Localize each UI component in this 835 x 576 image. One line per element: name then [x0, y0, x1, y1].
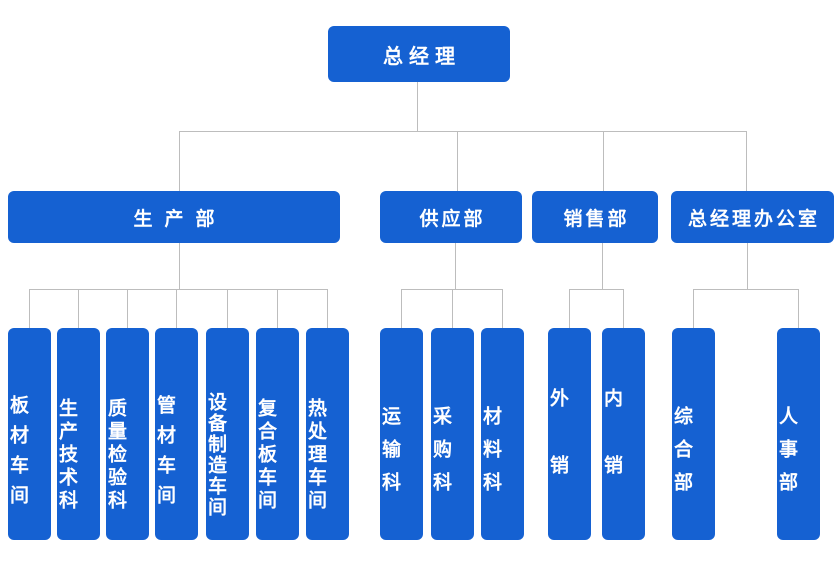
node-label: 材料科 — [480, 405, 501, 505]
connector-line — [603, 131, 604, 193]
node-label: 采购科 — [430, 405, 451, 505]
connector-line — [747, 243, 748, 290]
connector-line — [693, 289, 694, 330]
node-purchasing-section: 采购科 — [430, 328, 474, 540]
connector-line — [327, 289, 328, 330]
connector-line — [127, 289, 128, 330]
connector-line — [569, 289, 570, 330]
connector-line — [569, 289, 624, 290]
node-sales-dept: 销售部 — [532, 191, 658, 243]
connector-line — [455, 243, 456, 290]
node-label: 供应部 — [419, 208, 486, 230]
connector-line — [176, 289, 177, 330]
connector-line — [502, 289, 503, 330]
node-general-manager: 总经理 — [328, 26, 510, 82]
connector-line — [401, 289, 402, 330]
connector-line — [227, 289, 228, 330]
node-label: 外销 — [547, 388, 568, 522]
connector-line — [693, 289, 799, 290]
node-transportation-section: 运输科 — [379, 328, 423, 540]
node-materials-section: 材料科 — [480, 328, 524, 540]
node-equipment-manufacturing-workshop: 设备制造车间 — [205, 328, 249, 540]
connector-line — [78, 289, 79, 330]
node-gm-office: 总经理办公室 — [671, 191, 834, 243]
connector-line — [417, 82, 418, 131]
connector-line — [179, 131, 747, 132]
connector-line — [29, 289, 328, 290]
node-pipe-workshop: 管材车间 — [154, 328, 198, 540]
node-label: 内销 — [601, 388, 622, 522]
node-label: 人事部 — [776, 405, 797, 505]
connector-line — [179, 131, 180, 193]
connector-line — [623, 289, 624, 330]
node-domestic-sales: 内销 — [601, 328, 645, 540]
node-supply-dept: 供应部 — [380, 191, 522, 243]
node-heat-treatment-workshop: 热处理车间 — [305, 328, 349, 540]
node-label: 板材车间 — [7, 395, 28, 515]
connector-line — [746, 131, 747, 193]
connector-line — [179, 243, 180, 290]
connector-line — [602, 243, 603, 290]
connector-line — [277, 289, 278, 330]
node-label: 运输科 — [379, 405, 400, 505]
connector-line — [798, 289, 799, 330]
node-label: 综合部 — [671, 405, 692, 505]
node-label: 设备制造车间 — [205, 392, 226, 518]
node-production-tech-section: 生产技术科 — [56, 328, 100, 540]
node-quality-inspection-section: 质量检验科 — [105, 328, 149, 540]
node-label: 热处理车间 — [305, 397, 326, 513]
node-label: 销售部 — [563, 208, 630, 230]
connector-line — [452, 289, 453, 330]
node-personnel-dept: 人事部 — [776, 328, 820, 540]
node-label: 生产技术科 — [56, 397, 77, 513]
node-label: 质量检验科 — [105, 397, 126, 513]
node-label: 总经理 — [383, 45, 461, 68]
connector-line — [29, 289, 30, 330]
node-label: 生产部 — [133, 208, 227, 230]
node-production-dept: 生产部 — [8, 191, 340, 243]
node-general-affairs-dept: 综合部 — [671, 328, 715, 540]
node-export-sales: 外销 — [547, 328, 591, 540]
node-composite-board-workshop: 复合板车间 — [255, 328, 299, 540]
node-label: 管材车间 — [154, 395, 175, 515]
connector-line — [457, 131, 458, 193]
node-plate-workshop: 板材车间 — [7, 328, 51, 540]
node-label: 复合板车间 — [255, 397, 276, 513]
node-label: 总经理办公室 — [687, 208, 820, 230]
